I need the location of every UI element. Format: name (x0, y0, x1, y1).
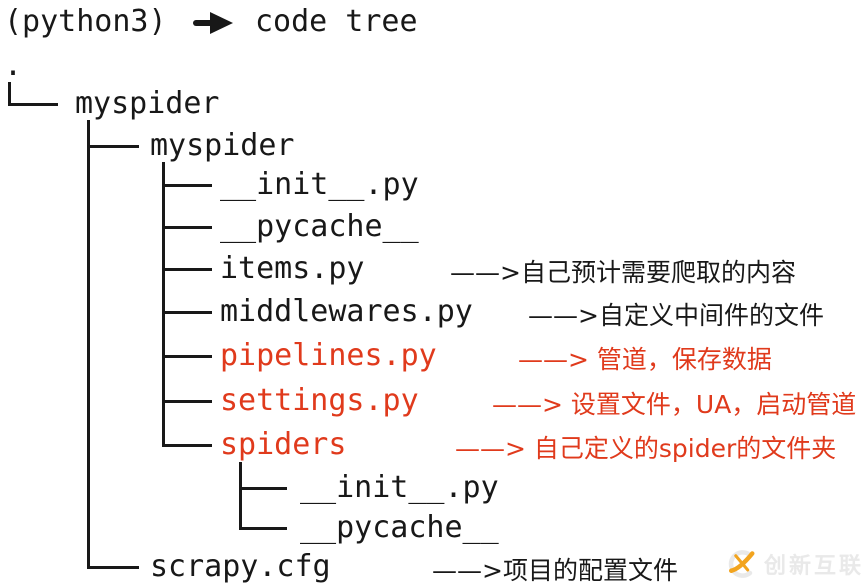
tree-branch-line (239, 527, 287, 530)
tree-item-items-py: items.py (220, 251, 365, 286)
annotation-pipelines-py: ——> 管道，保存数据 (518, 345, 772, 374)
tree-branch-line (8, 82, 11, 106)
tree-branch-line (239, 462, 242, 530)
tree-item-init-py: __init__.py (220, 167, 419, 202)
tree-item-spiders: spiders (220, 427, 347, 462)
tree-item-settings-py: settings.py (220, 383, 419, 418)
annotation-middlewares-py: ——>自定义中间件的文件 (528, 301, 824, 330)
shell-command: code tree (255, 4, 418, 39)
tree-item-myspider-outer: myspider (75, 86, 220, 121)
tree-branch-line (162, 226, 212, 229)
tree-item-spiders-init-py: __init__.py (300, 470, 499, 505)
prompt-arrow-icon (193, 12, 233, 34)
tree-item-scrapy-cfg: scrapy.cfg (150, 549, 331, 584)
annotation-scrapy-cfg: ——>项目的配置文件 (432, 556, 678, 585)
annotation-spiders: ——> 自己定义的spider的文件夹 (455, 434, 837, 463)
tree-branch-line (87, 566, 139, 569)
tree-item-myspider-inner: myspider (150, 128, 295, 163)
tree-branch-line (239, 487, 287, 490)
tree-root-dot: . (4, 48, 23, 83)
tree-branch-line (87, 120, 90, 569)
tree-branch-line (162, 400, 212, 403)
annotation-items-py: ——>自己预计需要爬取的内容 (450, 258, 796, 287)
tree-item-spiders-pycache: __pycache__ (300, 510, 499, 545)
tree-branch-line (8, 103, 58, 106)
watermark-logo: 创新互联 (726, 542, 864, 586)
tree-item-middlewares-py: middlewares.py (220, 294, 473, 329)
tree-item-pipelines-py: pipelines.py (220, 338, 437, 373)
tree-item-pycache: __pycache__ (220, 209, 419, 244)
tree-branch-line (87, 145, 139, 148)
tree-branch-line (162, 268, 212, 271)
tree-branch-line (162, 355, 212, 358)
cx-logo-icon (728, 550, 755, 578)
watermark-brand-text: 创新互联 (763, 554, 864, 579)
tree-branch-line (162, 311, 212, 314)
tree-branch-line (162, 444, 212, 447)
shell-prompt: (python3) (4, 4, 167, 39)
tree-branch-line (162, 162, 165, 447)
annotation-settings-py: ——> 设置文件，UA，启动管道 (492, 390, 857, 419)
tree-branch-line (162, 184, 212, 187)
